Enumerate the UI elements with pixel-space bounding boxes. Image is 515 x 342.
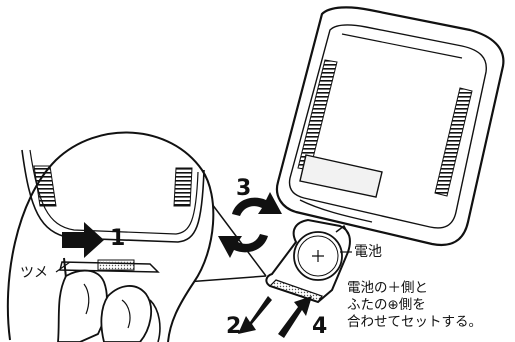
zoom-detail bbox=[6, 131, 267, 342]
arrow-down-icon bbox=[238, 296, 272, 334]
arrow-up-icon bbox=[278, 296, 312, 338]
battery-label: 電池 bbox=[354, 244, 382, 260]
arrow-right-icon bbox=[62, 222, 104, 258]
step-1-label: 1 bbox=[110, 226, 126, 251]
instruction-line-3: 合わせてセットする。 bbox=[347, 314, 482, 330]
hand bbox=[57, 269, 161, 342]
instruction-line-2: ふたの⊕側を bbox=[347, 297, 426, 313]
instruction-line-1: 電池の＋側と bbox=[347, 280, 428, 296]
step-3-label: 3 bbox=[236, 176, 252, 201]
claw-label: ツメ bbox=[20, 265, 48, 281]
step-2-label: 2 bbox=[226, 314, 242, 339]
step-4-label: 4 bbox=[312, 314, 328, 339]
instruction-note: 電池の＋側と ふたの⊕側を 合わせてセットする。 bbox=[347, 280, 482, 331]
remote-control bbox=[275, 6, 505, 247]
coin-battery bbox=[293, 231, 343, 281]
